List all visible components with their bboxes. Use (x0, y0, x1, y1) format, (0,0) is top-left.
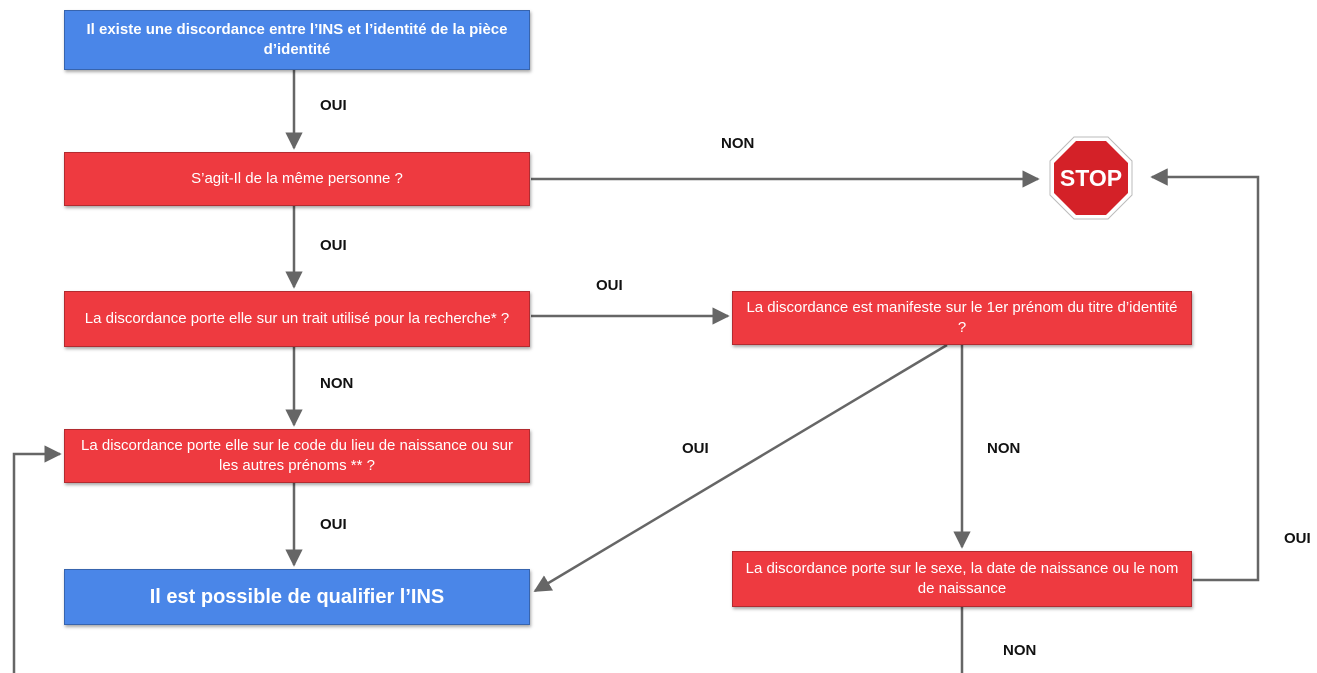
first-name-box: La discordance est manifeste sur le 1er … (732, 291, 1192, 345)
label-start-to-same: OUI (320, 97, 347, 114)
birthplace-others-box: La discordance porte elle sur le code du… (64, 429, 530, 483)
same-person-box: S’agit-Il de la même personne ? (64, 152, 530, 206)
label-birthplace-to-qualify: OUI (320, 516, 347, 533)
label-same-to-trait: OUI (320, 237, 347, 254)
label-sex-to-stop: OUI (1284, 530, 1311, 547)
sex-date-name-box: La discordance porte sur le sexe, la dat… (732, 551, 1192, 607)
label-trait-to-first: OUI (596, 277, 623, 294)
arrow-sex-to-stop (1150, 168, 1260, 582)
stop-sign-icon: STOP (1049, 136, 1133, 220)
start-box: Il existe une discordance entre l’INS et… (64, 10, 530, 70)
label-sex-down: NON (1003, 642, 1037, 659)
trait-search-box: La discordance porte elle sur un trait u… (64, 291, 530, 347)
label-first-to-sex: NON (987, 440, 1021, 457)
label-trait-to-birthplace: NON (320, 375, 354, 392)
stop-sign-label: STOP (1060, 165, 1122, 191)
label-first-to-qualify: OUI (682, 440, 709, 457)
qualify-ins-box: Il est possible de qualifier l’INS (64, 569, 530, 625)
arrow-loop-to-birthplace (12, 445, 62, 673)
label-same-to-stop: NON (721, 135, 755, 152)
arrow-first-name-to-qualify (533, 343, 948, 593)
